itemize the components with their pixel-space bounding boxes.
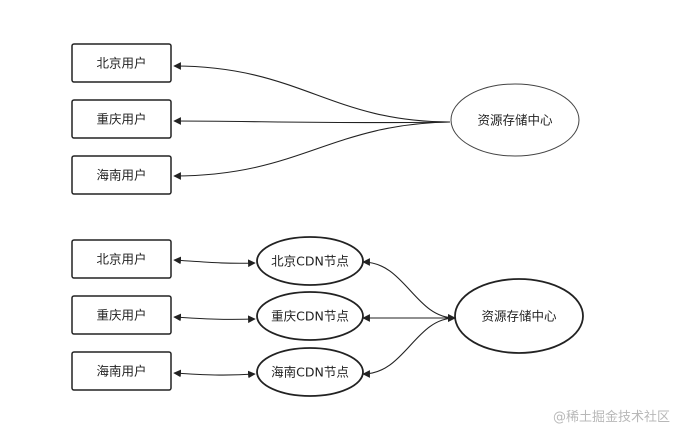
- top-user-hainan-label: 海南用户: [96, 168, 146, 183]
- cdn-node-chongqing: 重庆CDN节点: [256, 291, 364, 341]
- top-user-chongqing: 重庆用户: [71, 99, 172, 139]
- bottom-storage-center-label: 资源存储中心: [481, 309, 557, 324]
- bottom-arrow-user-cdn-chongqing: [173, 313, 256, 324]
- bottom-storage-center: 资源存储中心: [454, 278, 584, 354]
- top-user-beijing: 北京用户: [71, 43, 172, 83]
- top-storage-center: 资源存储中心: [450, 83, 580, 157]
- bottom-arrow-user-cdn-beijing: [173, 256, 256, 268]
- top-section: 北京用户 重庆用户 海南用户 资源存储中心: [71, 43, 580, 195]
- bottom-arrow-user-cdn-hainan: [173, 369, 256, 379]
- watermark: @稀土掘金技术社区: [553, 409, 670, 425]
- bottom-section: 北京用户 重庆用户 海南用户 北京CDN节点 重庆CDN节点 海南CDN节点 资…: [71, 236, 584, 397]
- top-arrow-hainan: [173, 121, 451, 180]
- bottom-user-chongqing-label: 重庆用户: [96, 308, 146, 323]
- top-user-chongqing-label: 重庆用户: [96, 112, 146, 127]
- cdn-node-beijing-label: 北京CDN节点: [271, 254, 349, 269]
- bottom-arrow-cdn-storage-beijing: [362, 258, 456, 322]
- cdn-node-hainan: 海南CDN节点: [256, 347, 364, 397]
- top-user-beijing-label: 北京用户: [96, 56, 146, 71]
- top-user-hainan: 海南用户: [71, 155, 172, 195]
- cdn-node-hainan-label: 海南CDN节点: [271, 365, 349, 380]
- bottom-user-chongqing: 重庆用户: [71, 295, 172, 335]
- bottom-user-hainan: 海南用户: [71, 351, 172, 391]
- top-arrow-beijing: [173, 62, 451, 123]
- cdn-node-chongqing-label: 重庆CDN节点: [271, 309, 349, 324]
- bottom-arrow-cdn-storage-hainan: [362, 314, 456, 378]
- top-storage-center-label: 资源存储中心: [477, 113, 553, 128]
- bottom-user-beijing: 北京用户: [71, 239, 172, 279]
- bottom-user-hainan-label: 海南用户: [96, 364, 146, 379]
- cdn-node-beijing: 北京CDN节点: [256, 236, 364, 286]
- bottom-user-beijing-label: 北京用户: [96, 252, 146, 267]
- top-arrow-chongqing: [173, 117, 451, 125]
